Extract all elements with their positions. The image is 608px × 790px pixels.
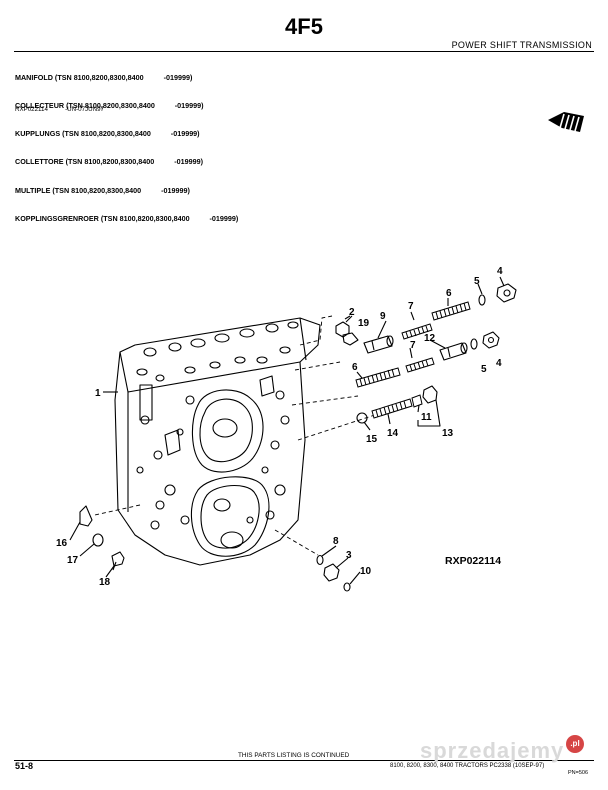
callout-16: 16: [56, 538, 68, 549]
callout-4-lower: 4: [496, 358, 502, 369]
callout-7-lower: 7: [410, 340, 416, 351]
part-7-spring-lower: [405, 357, 435, 373]
watermark-badge: .pl: [566, 735, 584, 753]
part-4-plug-lower: [482, 331, 500, 349]
part-13-fitting: [422, 385, 438, 404]
callout-19: 19: [358, 318, 370, 329]
callout-10: 10: [360, 566, 372, 577]
section-title: POWER SHIFT TRANSMISSION: [451, 40, 592, 50]
header-rule: [14, 51, 594, 52]
title-line: MULTIPLE (TSN 8100,8200,8300,8400 -01999…: [15, 185, 190, 195]
page-code: 4F5: [285, 14, 323, 39]
part-5-oring-upper: [478, 294, 486, 306]
part-4-plug-upper: [496, 283, 517, 303]
callout-2: 2: [349, 307, 355, 318]
callout-6-upper: 6: [446, 288, 452, 299]
callout-15: 15: [366, 434, 378, 445]
orientation-arrow-icon: [548, 112, 584, 132]
figure-id: RXP022114: [445, 555, 502, 567]
part-19-fitting: [335, 315, 359, 346]
part-7-spring-upper: [401, 323, 433, 340]
callout-7-upper: 7: [408, 301, 414, 312]
part-8-oring: [316, 554, 324, 566]
title-block: MANIFOLD (TSN 8100,8200,8300,8400 -01999…: [15, 54, 238, 233]
part-6-spring-lower: [355, 367, 401, 388]
footer-rule: [14, 760, 594, 761]
part-18-screw: [111, 551, 125, 571]
callout-6-lower: 6: [352, 362, 358, 373]
callout-14: 14: [387, 428, 399, 439]
model-line: 8100, 8200, 8300, 8400 TRACTORS PC2338 (…: [390, 763, 545, 769]
callout-9: 9: [380, 311, 386, 322]
part-14-spring: [371, 398, 413, 419]
callout-12: 12: [424, 333, 436, 344]
part-9-sleeve: [363, 335, 394, 354]
title-line: MANIFOLD (TSN 8100,8200,8300,8400 -01999…: [15, 72, 193, 82]
title-line: KOPPLINGSGRENROER (TSN 8100,8200,8300,84…: [15, 213, 239, 223]
callout-3: 3: [346, 550, 352, 561]
callout-18: 18: [99, 577, 111, 588]
callout-1: 1: [95, 388, 101, 399]
manifold-housing: [114, 317, 321, 566]
pn-code: PN=506: [568, 770, 589, 776]
watermark-text: sprzedajemy: [420, 738, 565, 763]
part-11-fitting: [411, 394, 423, 408]
callout-4-upper: 4: [497, 266, 503, 277]
callout-5-upper: 5: [474, 276, 480, 287]
callout-5-lower: 5: [481, 364, 487, 375]
page-number: 51-8: [15, 761, 34, 771]
callout-13: 13: [442, 428, 454, 439]
title-line: KUPPLUNGS (TSN 8100,8200,8300,8400 -0199…: [15, 129, 200, 139]
part-15-ball: [356, 412, 368, 424]
continued-note: THIS PARTS LISTING IS CONTINUED: [230, 752, 358, 759]
part-17-washer: [92, 533, 104, 547]
title-line: COLLECTEUR (TSN 8100,8200,8300,8400 -019…: [15, 101, 204, 111]
part-3-plug: [323, 563, 340, 582]
reference-code: RXP022114 -UN-07JUN97: [15, 106, 104, 113]
part-6-spring-upper: [431, 301, 471, 321]
callout-8: 8: [333, 536, 339, 547]
callout-11: 11: [421, 412, 432, 423]
part-12-sleeve: [439, 342, 468, 361]
part-5-oring-lower: [470, 338, 478, 350]
title-line: COLLETTORE (TSN 8100,8200,8300,8400 -019…: [15, 157, 204, 167]
part-10-oring: [343, 582, 351, 592]
part-16-clip: [79, 505, 93, 527]
callout-17: 17: [67, 555, 79, 566]
